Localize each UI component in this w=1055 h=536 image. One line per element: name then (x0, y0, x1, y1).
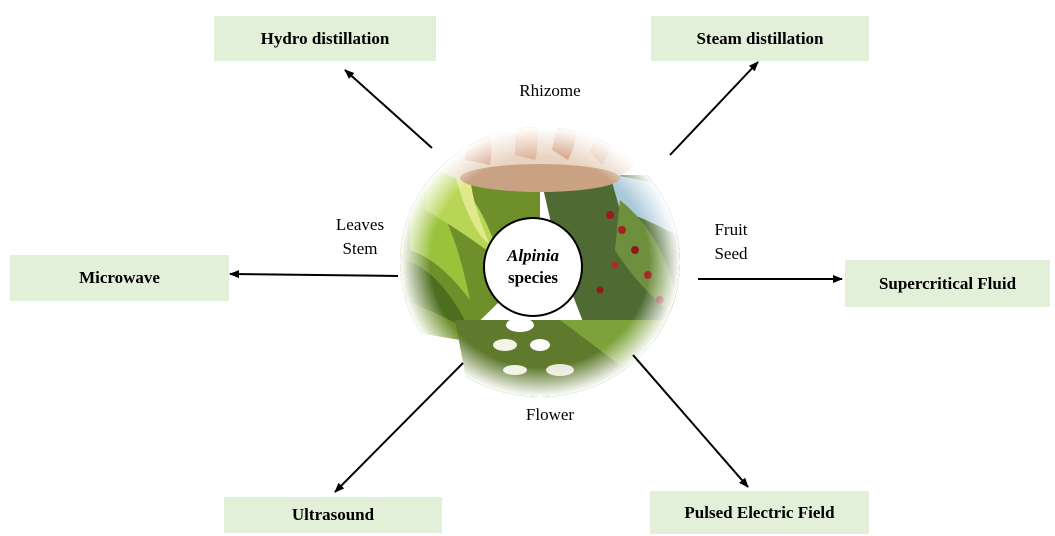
label-leaves: Leaves (320, 213, 400, 237)
label-leaves-stem: Leaves Stem (320, 213, 400, 261)
label-rhizome: Rhizome (495, 79, 605, 103)
arrow-to-hydro (345, 70, 432, 148)
label-flower: Flower (500, 403, 600, 427)
center-node: Alpinia species (483, 217, 583, 317)
center-genus: Alpinia (507, 245, 559, 267)
label-seed: Seed (700, 242, 762, 266)
label-fruit-seed: Fruit Seed (700, 218, 762, 266)
arrow-to-ultrasound (335, 363, 463, 492)
arrow-to-microwave (230, 274, 398, 276)
label-stem: Stem (320, 237, 400, 261)
label-fruit: Fruit (700, 218, 762, 242)
arrow-to-pulsed (633, 355, 748, 487)
arrow-to-steam (670, 62, 758, 155)
center-word: species (508, 267, 558, 289)
